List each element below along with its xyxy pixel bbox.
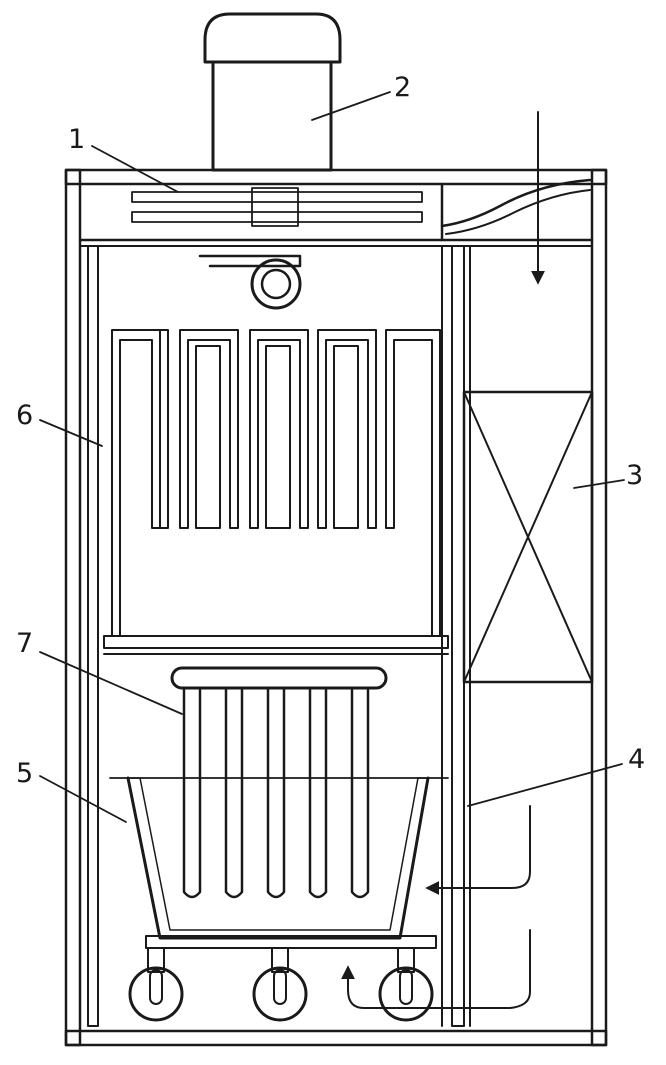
plate-upper bbox=[131, 191, 423, 203]
plate-lower bbox=[131, 211, 423, 223]
wheel-middle bbox=[252, 947, 308, 1022]
callout-labels: 1 2 3 4 5 6 7 bbox=[16, 72, 645, 789]
leader-lines bbox=[39, 91, 625, 823]
plate-hub bbox=[251, 187, 299, 227]
return-arrow-upper bbox=[425, 805, 531, 895]
chimney bbox=[203, 12, 342, 172]
callout-6: 6 bbox=[16, 400, 33, 431]
wheel-right bbox=[378, 947, 434, 1022]
callout-1: 1 bbox=[68, 124, 85, 155]
airflow-arrows bbox=[341, 111, 545, 1009]
callout-4: 4 bbox=[628, 744, 645, 775]
middle-shelf bbox=[103, 635, 449, 655]
trolley-wheels bbox=[128, 947, 434, 1022]
heater-tray bbox=[109, 776, 449, 949]
wheel-left bbox=[128, 947, 184, 1022]
callout-7: 7 bbox=[16, 628, 33, 659]
return-arrow-lower bbox=[341, 929, 531, 1009]
outer-cabinet bbox=[64, 168, 608, 1047]
callout-3: 3 bbox=[626, 460, 643, 491]
upper-radiator bbox=[111, 329, 441, 637]
callout-5: 5 bbox=[16, 758, 33, 789]
callout-2: 2 bbox=[394, 72, 411, 103]
filter-element-3 bbox=[462, 390, 594, 684]
heating-rods bbox=[170, 666, 388, 899]
fan-motor bbox=[198, 254, 302, 310]
top-compartment bbox=[78, 178, 594, 247]
